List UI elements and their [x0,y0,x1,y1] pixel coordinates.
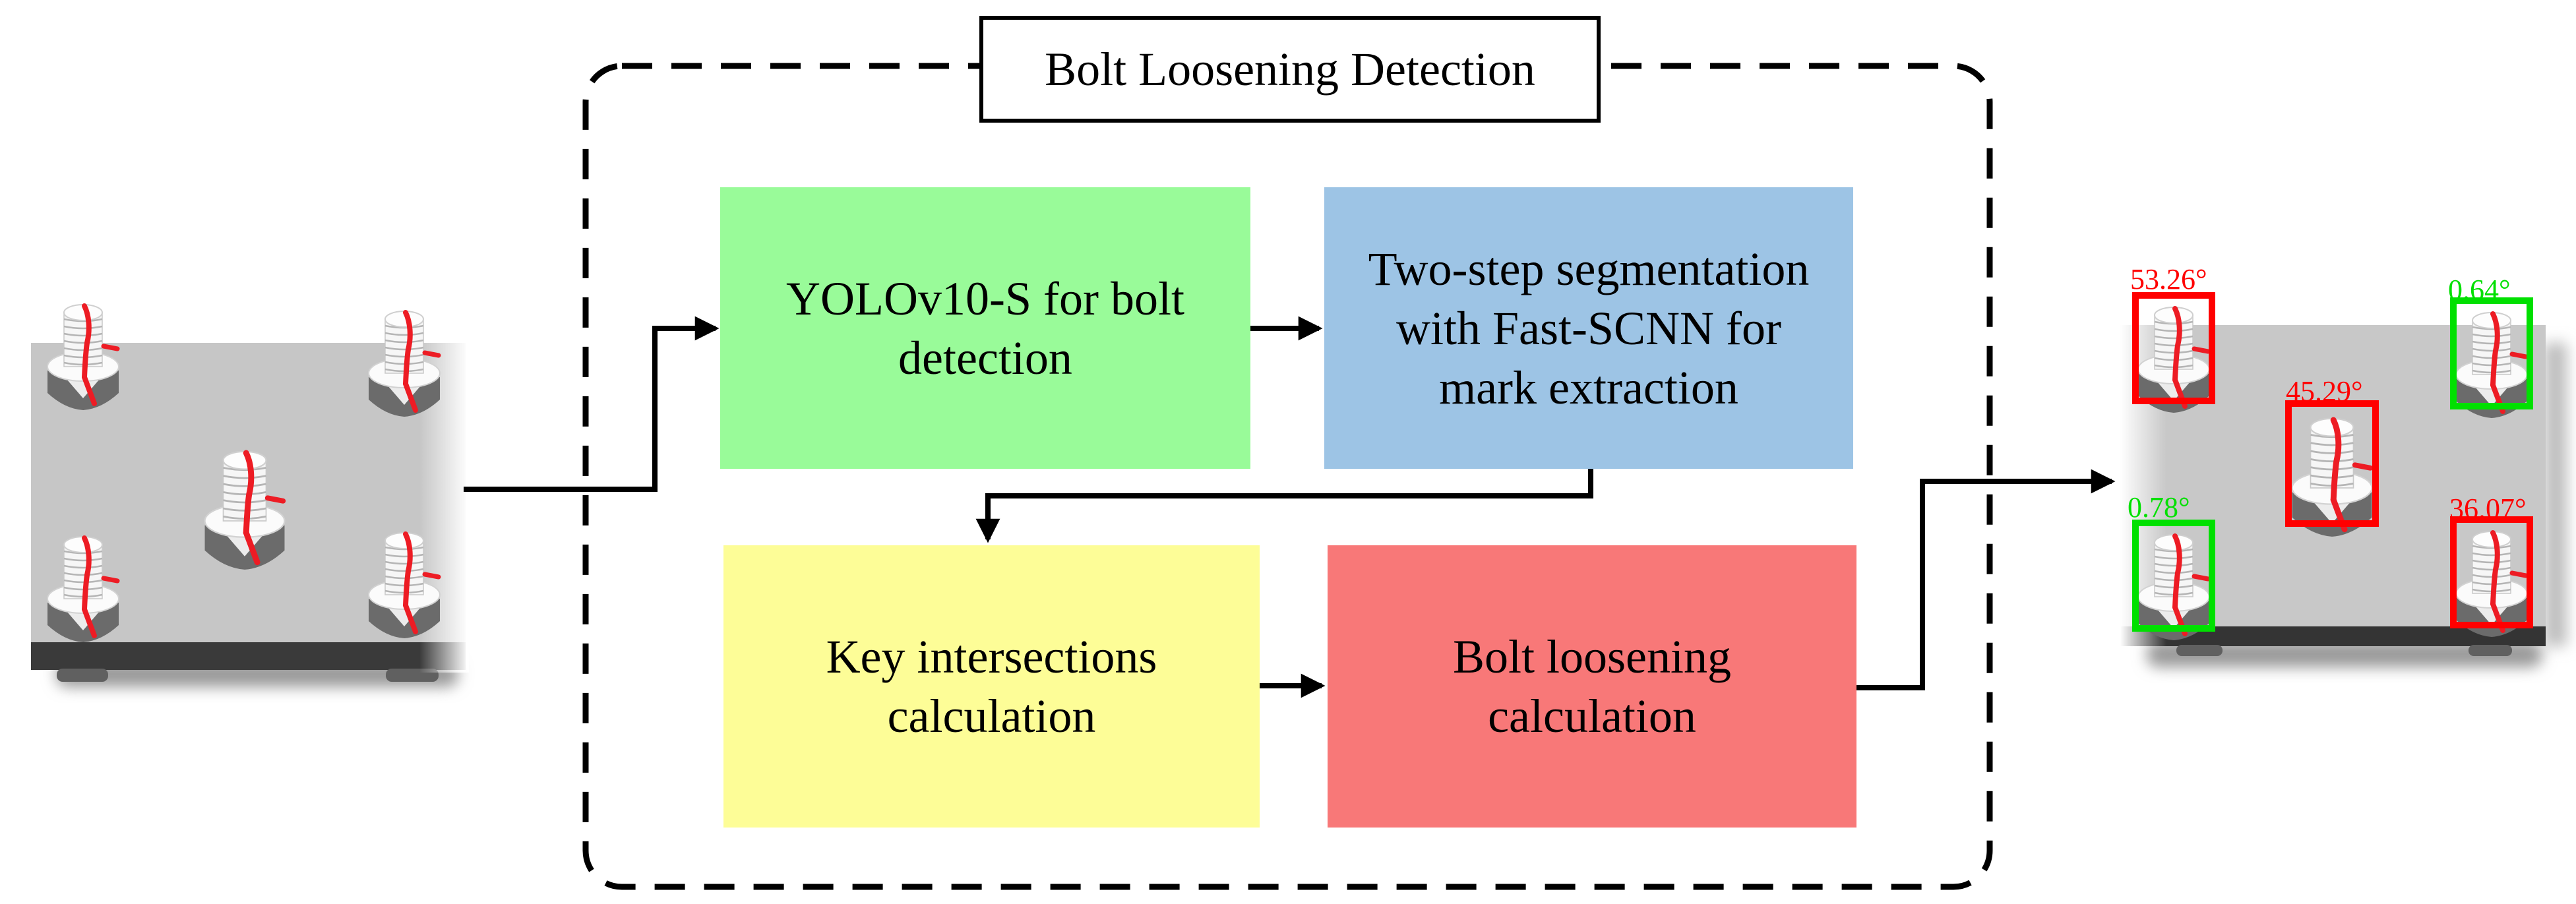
bolt-icon [47,305,119,410]
flow-arrow-segment-to-intersect [975,467,1593,543]
detection-bbox-top-right [2450,297,2533,409]
step-label-line: with Fast-SCNN for [1395,301,1781,355]
angle-label-center: 45.29° [2286,375,2363,407]
detection-bbox-bottom-left [2132,520,2215,632]
step-box-bolt-detection: YOLOv10-S for bolt detection [720,187,1250,469]
flow-arrow-loosen-to-output [1856,469,2116,690]
input-plate-photo [31,305,469,687]
angle-label-top-right: 0.64° [2448,274,2511,306]
diagram-title-text: Bolt Loosening Detection [1045,42,1535,96]
step-box-key-intersections: Key intersections calculation [723,545,1260,828]
bolt-icon [2138,307,2209,413]
plate-base-strip [31,642,466,670]
step-label-line: Key intersections [826,630,1157,683]
angle-label-bottom-right: 36.07° [2449,493,2527,525]
angle-label-top-left: 53.26° [2130,263,2207,295]
bolt-icon [369,311,440,417]
step-label-line: Bolt loosening [1452,630,1731,683]
flow-arrow-input-to-detect [464,316,720,492]
step-label-line: YOLOv10-S for bolt [786,272,1184,325]
plate-side-shadow [2544,343,2567,646]
plate-foot [2469,645,2512,656]
plate-shadow [2147,641,2542,667]
step-label-line: detection [898,331,1072,384]
step-label-line: calculation [887,690,1096,742]
step-box-mark-segmentation: Two-step segmentation with Fast-SCNN for… [1324,187,1853,469]
step-label-line: calculation [1488,690,1696,742]
step-label-line: Two-step segmentation [1368,242,1810,295]
step-box-loosening-calculation: Bolt loosening calculation [1328,545,1856,828]
diagram-title: Bolt Loosening Detection [979,16,1601,123]
angle-label-bottom-left: 0.78° [2128,491,2190,524]
plate-foot [2176,645,2223,656]
plate-foot [57,669,108,682]
detection-bbox-bottom-right [2450,516,2533,628]
output-plate-photo [2120,292,2567,667]
detection-bbox-top-left [2132,292,2215,404]
step-label-line: mark extraction [1439,361,1738,414]
detection-bbox-center [2285,400,2379,527]
